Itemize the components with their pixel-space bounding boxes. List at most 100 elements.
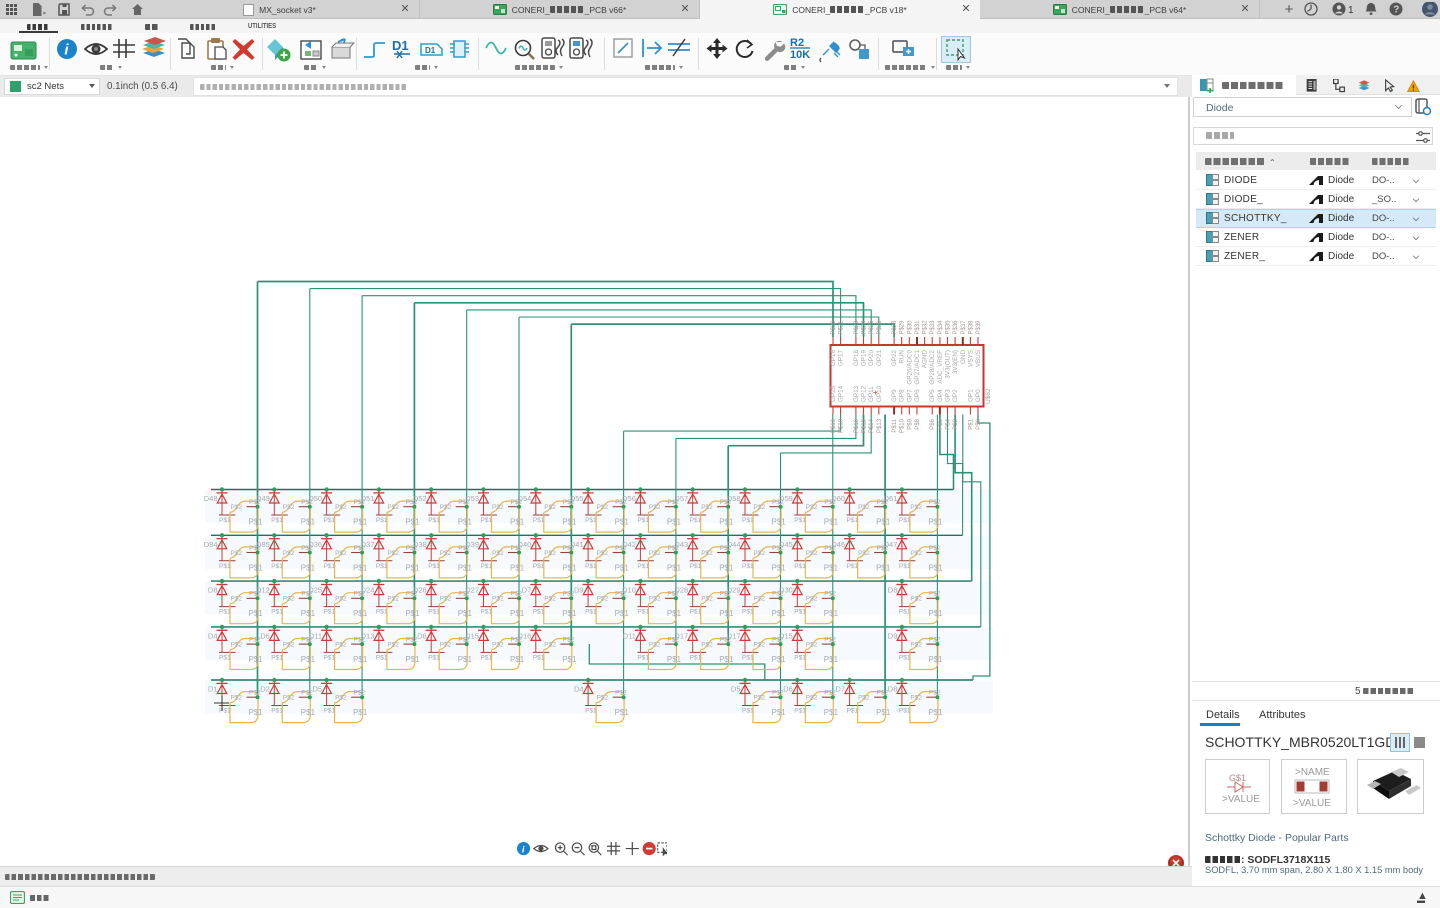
svg-text:P$2: P$2 [772,690,784,697]
svg-text:P$1: P$1 [405,518,420,527]
svg-text:P$1: P$1 [794,563,806,570]
svg-text:GP4: GP4 [937,389,944,402]
svg-text:P$2: P$2 [929,545,941,552]
svg-text:GP16: GP16 [830,350,837,367]
svg-text:P$1: P$1 [271,517,283,524]
svg-text:GP22: GP22 [891,350,898,367]
svg-text:P$2: P$2 [440,550,452,557]
svg-text:P$1: P$1 [794,609,806,616]
svg-text:D5: D5 [731,685,741,694]
svg-text:GP21: GP21 [876,350,883,367]
svg-text:P$2: P$2 [929,591,941,598]
svg-text:P$1: P$1 [824,563,839,572]
svg-text:P$1: P$1 [899,563,911,570]
svg-text:P$1: P$1 [353,708,368,717]
svg-text:P$39: P$39 [976,320,982,335]
svg-text:P$1: P$1 [481,517,493,524]
svg-text:P$2: P$2 [563,499,575,506]
svg-text:P$26: P$26 [877,320,883,335]
svg-text:P$1: P$1 [428,609,440,616]
svg-text:P$2: P$2 [335,550,347,557]
svg-text:P$2: P$2 [701,596,713,603]
svg-text:P$1: P$1 [324,654,336,661]
svg-text:D47: D47 [884,540,898,549]
svg-text:P$1: P$1 [690,654,702,661]
svg-text:P$2: P$2 [231,695,243,702]
svg-text:P$2: P$2 [772,591,784,598]
svg-text:P$1: P$1 [772,518,787,527]
svg-text:P$2: P$2 [335,504,347,511]
svg-text:i: i [522,844,525,854]
svg-text:GP20: GP20 [868,350,875,367]
svg-text:P$15: P$15 [862,418,868,433]
svg-text:P$1: P$1 [899,708,911,715]
svg-text:P$2: P$2 [511,591,523,598]
svg-text:P$2: P$2 [701,641,713,648]
svg-text:P$2: P$2 [492,504,504,511]
svg-text:P$1: P$1 [353,518,368,527]
svg-text:P$1: P$1 [667,563,682,572]
svg-text:P$1: P$1 [271,563,283,570]
svg-text:G$1: G$1 [1229,773,1246,783]
svg-text:P$1: P$1 [533,609,545,616]
svg-text:P$2: P$2 [544,504,556,511]
svg-text:P$1: P$1 [405,655,420,664]
svg-text:P$1: P$1 [585,609,597,616]
svg-text:P$2: P$2 [772,545,784,552]
svg-text:P$2: P$2 [301,636,313,643]
svg-text:D4: D4 [574,685,584,694]
svg-text:P$2: P$2 [563,591,575,598]
svg-text:P$1: P$1 [585,517,597,524]
svg-text:AGND: AGND [922,350,929,369]
svg-text:P$1: P$1 [637,517,649,524]
svg-text:P$1: P$1 [510,563,525,572]
svg-text:P$2: P$2 [877,499,889,506]
svg-text:P$1: P$1 [219,708,231,715]
svg-text:P$2: P$2 [649,641,661,648]
svg-text:D26: D26 [413,586,427,595]
svg-text:P$1: P$1 [772,609,787,618]
svg-text:P$1: P$1 [794,708,806,715]
svg-text:P$1: P$1 [928,655,943,664]
svg-text:D6: D6 [260,631,270,640]
svg-text:VBUS: VBUS [975,350,982,367]
svg-text:GND: GND [960,350,967,364]
svg-text:P$13: P$13 [877,418,883,433]
svg-text:P$2: P$2 [754,596,766,603]
svg-text:D38: D38 [413,540,427,549]
svg-text:P$1: P$1 [301,609,316,618]
svg-text:P$2: P$2 [563,636,575,643]
svg-text:P$1: P$1 [667,655,682,664]
svg-text:P$1: P$1 [376,609,388,616]
svg-text:P$1: P$1 [690,563,702,570]
svg-text:GP28/ADC2: GP28/ADC2 [929,350,936,385]
svg-text:P$0: P$0 [976,418,982,429]
svg-text:P$2: P$2 [249,636,261,643]
svg-text:P$2: P$2 [354,636,366,643]
svg-text:P$1: P$1 [249,655,264,664]
svg-text:GP2: GP2 [952,389,959,402]
svg-text:P$2: P$2 [406,591,418,598]
svg-text:P$2: P$2 [720,636,732,643]
svg-text:D7: D7 [836,685,846,694]
svg-text:P$4: P$4 [946,418,952,429]
svg-text:>NAME: >NAME [1295,767,1330,778]
svg-text:P$2: P$2 [720,591,732,598]
svg-text:D37: D37 [361,540,375,549]
svg-text:P$1: P$1 [876,563,891,572]
svg-text:P$1: P$1 [690,517,702,524]
svg-text:P$2: P$2 [231,641,243,648]
svg-text:P$1: P$1 [637,609,649,616]
svg-text:P$2: P$2 [458,591,470,598]
svg-text:10K: 10K [790,49,810,61]
svg-text:VSYS: VSYS [967,350,974,367]
svg-text:P$1: P$1 [533,654,545,661]
svg-text:P$2: P$2 [440,504,452,511]
svg-text:P$1: P$1 [405,563,420,572]
svg-text:GP14: GP14 [838,385,845,402]
svg-text:P$2: P$2 [492,596,504,603]
svg-text:GP10: GP10 [876,385,883,402]
svg-text:P$2: P$2 [387,641,399,648]
svg-text:i: i [64,42,69,59]
svg-text:D61: D61 [884,494,898,503]
